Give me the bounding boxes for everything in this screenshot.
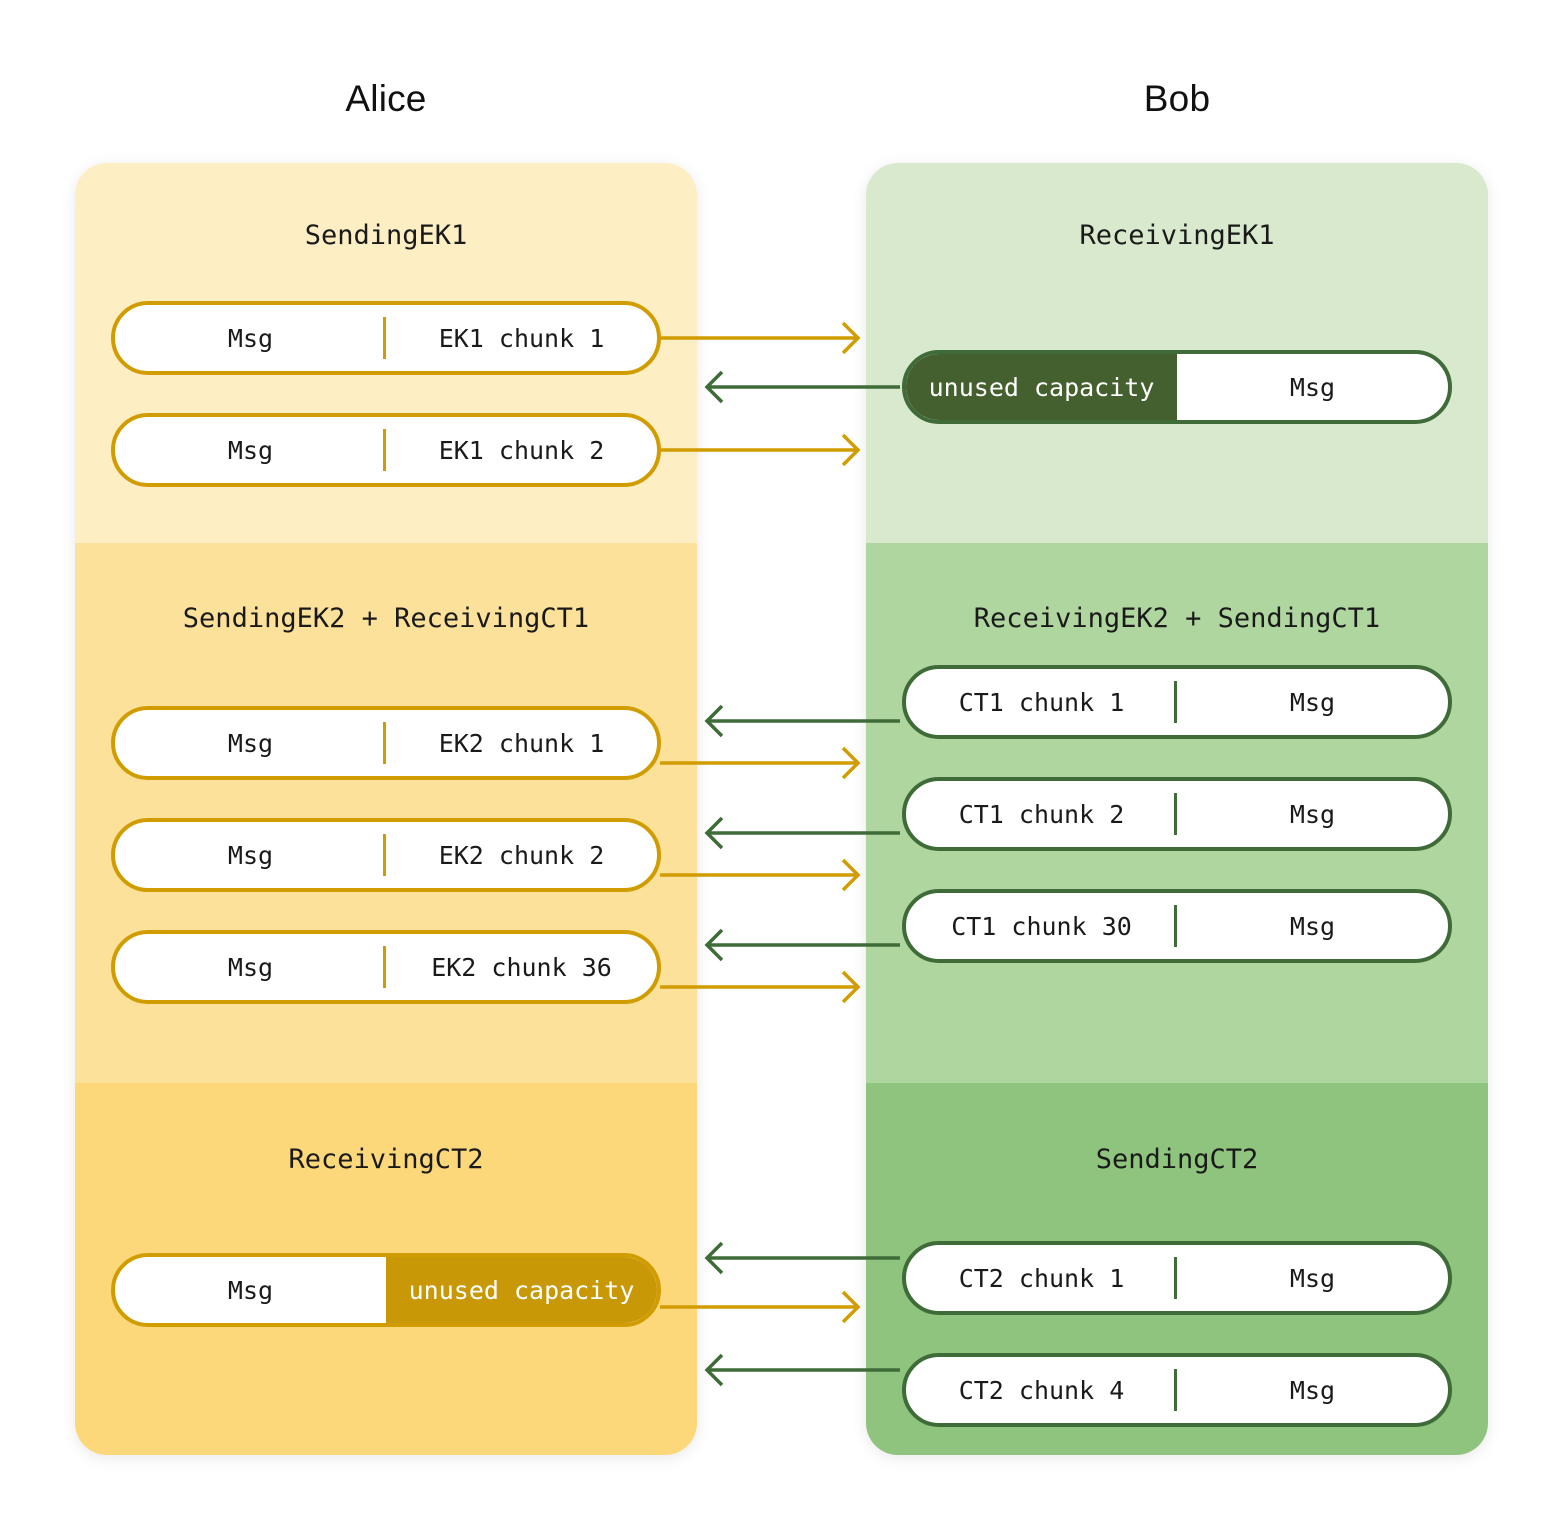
pill-half-unused-capacity: unused capacity <box>906 354 1177 420</box>
alice-section-title-0: SendingEK1 <box>304 220 468 251</box>
pill-half-right: Msg <box>1289 687 1336 717</box>
alice-pill-ek1-chunk-1[interactable]: Msg EK1 chunk 1 <box>111 301 661 375</box>
bob-pill-ct1-chunk-1[interactable]: CT1 chunk 1 Msg <box>902 665 1452 739</box>
pill-half-right: Msg <box>1289 1375 1336 1405</box>
alice-section-title-1: SendingEK2 + ReceivingCT1 <box>182 603 590 634</box>
bob-section-sending-ct2: SendingCT2 CT2 chunk 1 Msg CT2 chunk 4 M… <box>866 1083 1488 1455</box>
bob-section-receiving-ek1: ReceivingEK1 unused capacity Msg <box>866 163 1488 543</box>
pill-half-left: Msg <box>115 822 386 888</box>
bob-section-title-0: ReceivingEK1 <box>1079 220 1275 251</box>
pill-half-right: Msg <box>1289 911 1336 941</box>
bob-pill-receiving-ek1[interactable]: unused capacity Msg <box>902 350 1452 424</box>
pill-half-right: EK2 chunk 1 <box>438 728 605 758</box>
alice-pill-receiving-ct2[interactable]: Msg unused capacity <box>111 1253 661 1327</box>
pill-half-left: Msg <box>115 934 386 1000</box>
pill-half-right: Msg <box>1289 372 1336 402</box>
pill-half-right: EK1 chunk 1 <box>438 323 605 353</box>
alice-section-title-2: ReceivingCT2 <box>288 1144 484 1175</box>
panel-alice: SendingEK1 Msg EK1 chunk 1 Msg EK1 chunk… <box>75 163 697 1455</box>
bob-pill-ct2-chunk-4[interactable]: CT2 chunk 4 Msg <box>902 1353 1452 1427</box>
pill-half-right: Msg <box>1289 799 1336 829</box>
bob-pill-ct2-chunk-1[interactable]: CT2 chunk 1 Msg <box>902 1241 1452 1315</box>
alice-pill-ek2-chunk-1[interactable]: Msg EK2 chunk 1 <box>111 706 661 780</box>
alice-section-sending-ek2: SendingEK2 + ReceivingCT1 Msg EK2 chunk … <box>75 543 697 1083</box>
column-header-alice: Alice <box>345 78 427 119</box>
pill-half-left: Msg <box>115 710 386 776</box>
alice-pill-ek1-chunk-2[interactable]: Msg EK1 chunk 2 <box>111 413 661 487</box>
alice-pill-ek2-chunk-36[interactable]: Msg EK2 chunk 36 <box>111 930 661 1004</box>
pill-half-left: CT2 chunk 4 <box>906 1357 1177 1423</box>
pill-half-right: EK2 chunk 36 <box>431 952 612 982</box>
bob-pill-ct1-chunk-30[interactable]: CT1 chunk 30 Msg <box>902 889 1452 963</box>
pill-half-right: EK1 chunk 2 <box>438 435 605 465</box>
pill-half-left: Msg <box>227 1275 274 1305</box>
pill-half-left: CT1 chunk 2 <box>906 781 1177 847</box>
alice-section-sending-ek1: SendingEK1 Msg EK1 chunk 1 Msg EK1 chunk… <box>75 163 697 543</box>
bob-section-title-1: ReceivingEK2 + SendingCT1 <box>973 603 1381 634</box>
pill-half-left: CT1 chunk 1 <box>906 669 1177 735</box>
pill-half-right: Msg <box>1289 1263 1336 1293</box>
pill-half-unused-capacity: unused capacity <box>386 1257 657 1323</box>
bob-pill-ct1-chunk-2[interactable]: CT1 chunk 2 Msg <box>902 777 1452 851</box>
alice-pill-ek2-chunk-2[interactable]: Msg EK2 chunk 2 <box>111 818 661 892</box>
pill-half-left: Msg <box>115 305 386 371</box>
column-header-bob: Bob <box>1143 78 1211 119</box>
pill-half-left: CT1 chunk 30 <box>906 893 1177 959</box>
pill-half-left: CT2 chunk 1 <box>906 1245 1177 1311</box>
alice-section-receiving-ct2: ReceivingCT2 Msg unused capacity <box>75 1083 697 1455</box>
bob-section-receiving-ek2: ReceivingEK2 + SendingCT1 CT1 chunk 1 Ms… <box>866 543 1488 1083</box>
panel-bob: ReceivingEK1 unused capacity Msg Receivi… <box>866 163 1488 1455</box>
pill-half-right: EK2 chunk 2 <box>438 840 605 870</box>
bob-section-title-2: SendingCT2 <box>1095 1144 1259 1175</box>
pill-half-left: Msg <box>115 417 386 483</box>
